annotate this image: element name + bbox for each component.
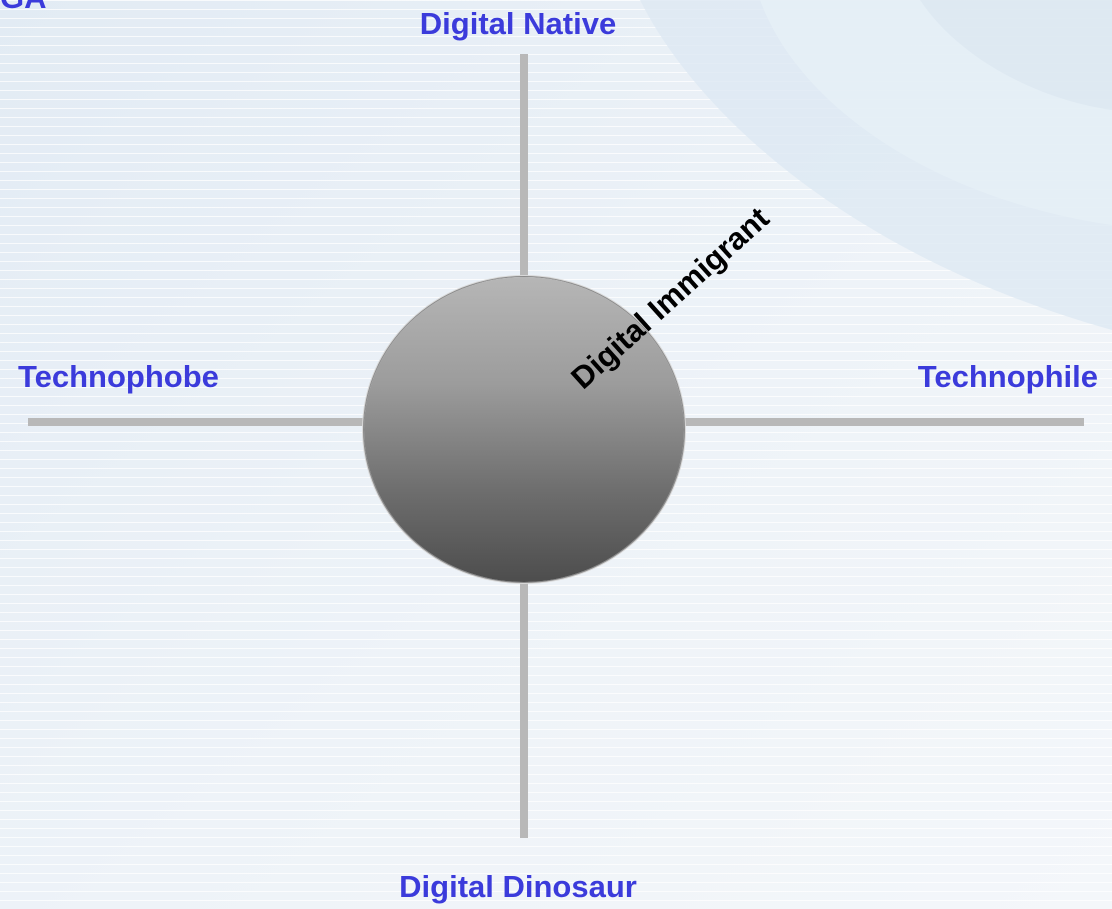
- axis-label-right: Technophile: [917, 359, 1098, 394]
- corner-text-fragment: GA: [0, 0, 47, 13]
- horizontal-axis-right: [682, 418, 1084, 426]
- axis-label-top: Digital Native: [419, 6, 617, 41]
- center-circle: [364, 277, 684, 582]
- horizontal-axis-left: [28, 418, 368, 426]
- vertical-axis-upper: [520, 54, 528, 280]
- axis-label-bottom: Digital Dinosaur: [399, 869, 637, 904]
- axis-label-left: Technophobe: [18, 359, 219, 394]
- vertical-axis-lower: [520, 580, 528, 838]
